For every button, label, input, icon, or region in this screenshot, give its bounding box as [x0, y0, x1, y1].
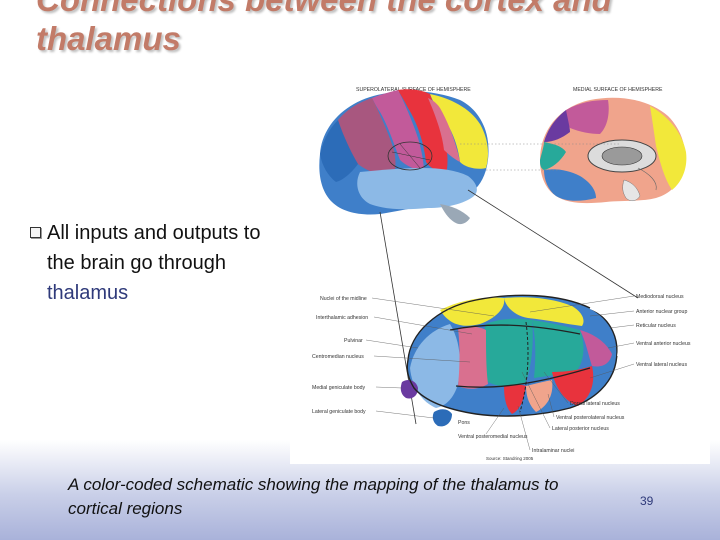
label-nuclei-of-midline: Nuclei of the midline: [320, 296, 367, 302]
title-line-1: Connections between the cortex and: [36, 0, 612, 18]
label-anterior-nuclear-group: Anterior nuclear group: [636, 309, 687, 315]
slide-title: Connections between the cortex and thala…: [36, 0, 696, 58]
thalamus-schematic: [400, 294, 620, 427]
thalamus-cortex-diagram: SUPEROLATERAL SURFACE OF HEMISPHERE MEDI…: [290, 72, 710, 464]
checkbox-bullet-icon: [30, 227, 41, 238]
figure-credit: Source: Standring 2005: [486, 456, 534, 461]
bullet-point: All inputs and outputs to the brain go t…: [30, 218, 330, 308]
label-interthalamic-adhesion: Interthalamic adhesion: [316, 315, 368, 321]
lateral-brain-image: [319, 89, 489, 225]
bottom-labels: Dorsal lateral nucleus Ventral posterola…: [458, 371, 625, 461]
label-ventral-anterior-nucleus: Ventral anterior nucleus: [636, 341, 691, 347]
label-dorsal-lateral-nucleus: Dorsal lateral nucleus: [570, 401, 620, 407]
label-mediodorsal-nucleus: Mediodorsal nucleus: [636, 294, 684, 300]
label-lateral-geniculate: Lateral geniculate body: [312, 409, 366, 415]
left-labels: Nuclei of the midline Interthalamic adhe…: [312, 296, 495, 419]
bullet-line-2: the brain go through: [47, 252, 227, 274]
caption-line-1: A color-coded schematic showing the mapp…: [68, 475, 559, 494]
label-pons: Pons: [458, 420, 470, 426]
right-labels: Mediodorsal nucleus Anterior nuclear gro…: [529, 294, 691, 379]
label-ventral-posterolateral: Ventral posterolateral nucleus: [556, 415, 625, 421]
label-ventral-posteromedial: Ventral posteromedial nucleus: [458, 434, 528, 440]
medial-surface-label: MEDIAL SURFACE OF HEMISPHERE: [573, 87, 663, 93]
label-intralaminar-nuclei: Intralaminar nuclei: [532, 448, 574, 454]
page-number: 39: [640, 494, 654, 508]
label-pulvinar: Pulvinar: [344, 338, 363, 344]
title-line-2: thalamus: [36, 20, 181, 57]
bullet-line-3: thalamus: [47, 282, 129, 304]
figure-caption: A color-coded schematic showing the mapp…: [68, 473, 668, 521]
label-medial-geniculate: Medial geniculate body: [312, 385, 365, 391]
label-reticular-nucleus: Reticular nucleus: [636, 323, 676, 329]
medial-brain-image: [540, 97, 687, 204]
label-lateral-posterior: Lateral posterior nucleus: [552, 426, 609, 432]
bullet-line-1: All inputs and outputs to: [47, 222, 261, 244]
label-centromedian-nucleus: Centromedian nucleus: [312, 354, 364, 360]
label-ventral-lateral-nucleus: Ventral lateral nucleus: [636, 362, 687, 368]
caption-line-2: cortical regions: [68, 499, 183, 518]
